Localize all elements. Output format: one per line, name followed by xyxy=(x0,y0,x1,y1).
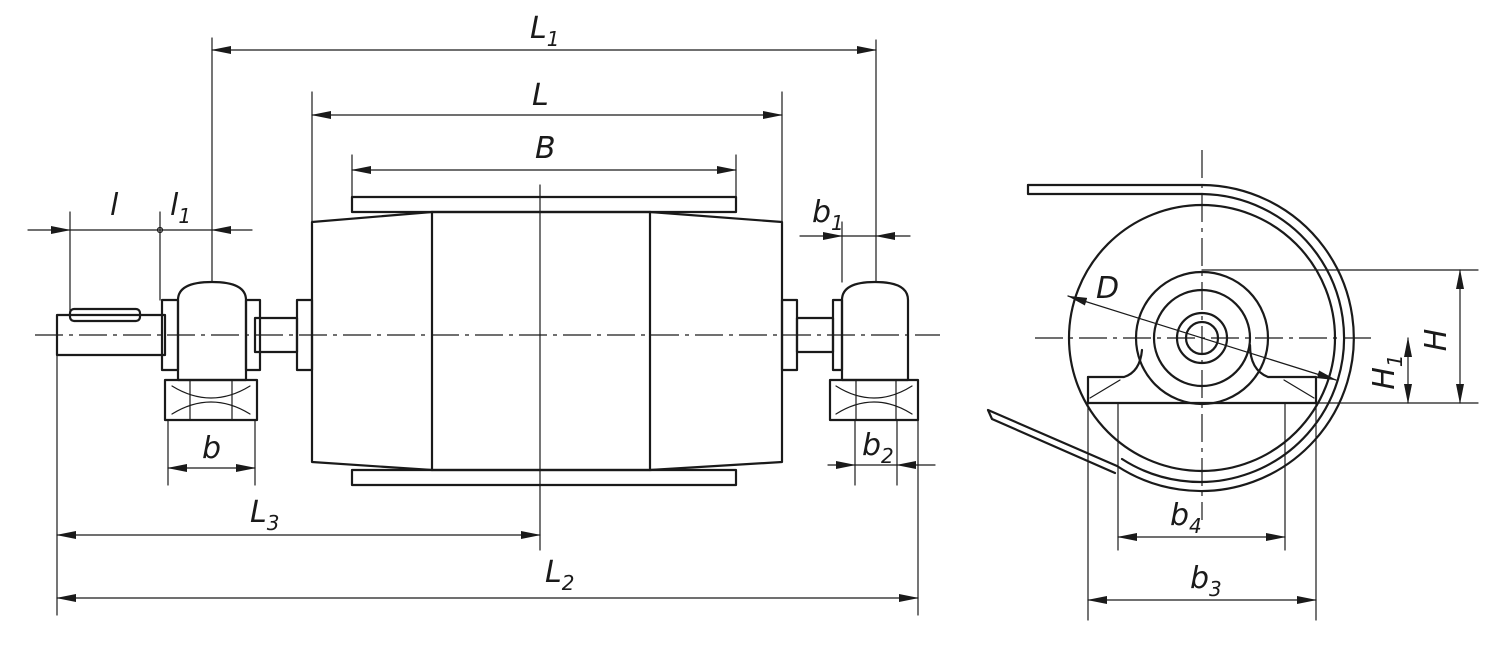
label-L: L xyxy=(532,78,549,113)
end-dimension-lines xyxy=(1067,269,1464,604)
label-b1: b1 xyxy=(812,195,844,235)
label-B: B xyxy=(535,131,556,166)
label-H1: H1 xyxy=(1367,354,1407,389)
conveyor-belt xyxy=(986,183,1355,493)
label-l1: l1 xyxy=(170,188,191,228)
dimension-lines xyxy=(27,46,936,602)
label-D: D xyxy=(1096,271,1119,306)
label-l: l xyxy=(110,188,119,223)
end-view: D H H1 b4 b3 xyxy=(986,150,1479,621)
label-H: H xyxy=(1419,329,1454,352)
label-L3: L3 xyxy=(250,495,279,535)
label-b3: b3 xyxy=(1190,561,1222,601)
right-bearing-housing xyxy=(828,280,920,422)
label-b: b xyxy=(202,431,221,466)
left-bearing-housing xyxy=(160,280,262,422)
end-extension-lines xyxy=(1087,269,1479,621)
pulley-drum xyxy=(310,195,784,487)
extension-lines xyxy=(56,37,919,616)
label-L1: L1 xyxy=(530,11,559,51)
label-b2: b2 xyxy=(862,428,894,468)
label-L2: L2 xyxy=(545,555,574,595)
side-view: L1 L B l l1 b1 b b2 L3 L2 xyxy=(27,11,940,616)
label-b4: b4 xyxy=(1170,498,1202,538)
